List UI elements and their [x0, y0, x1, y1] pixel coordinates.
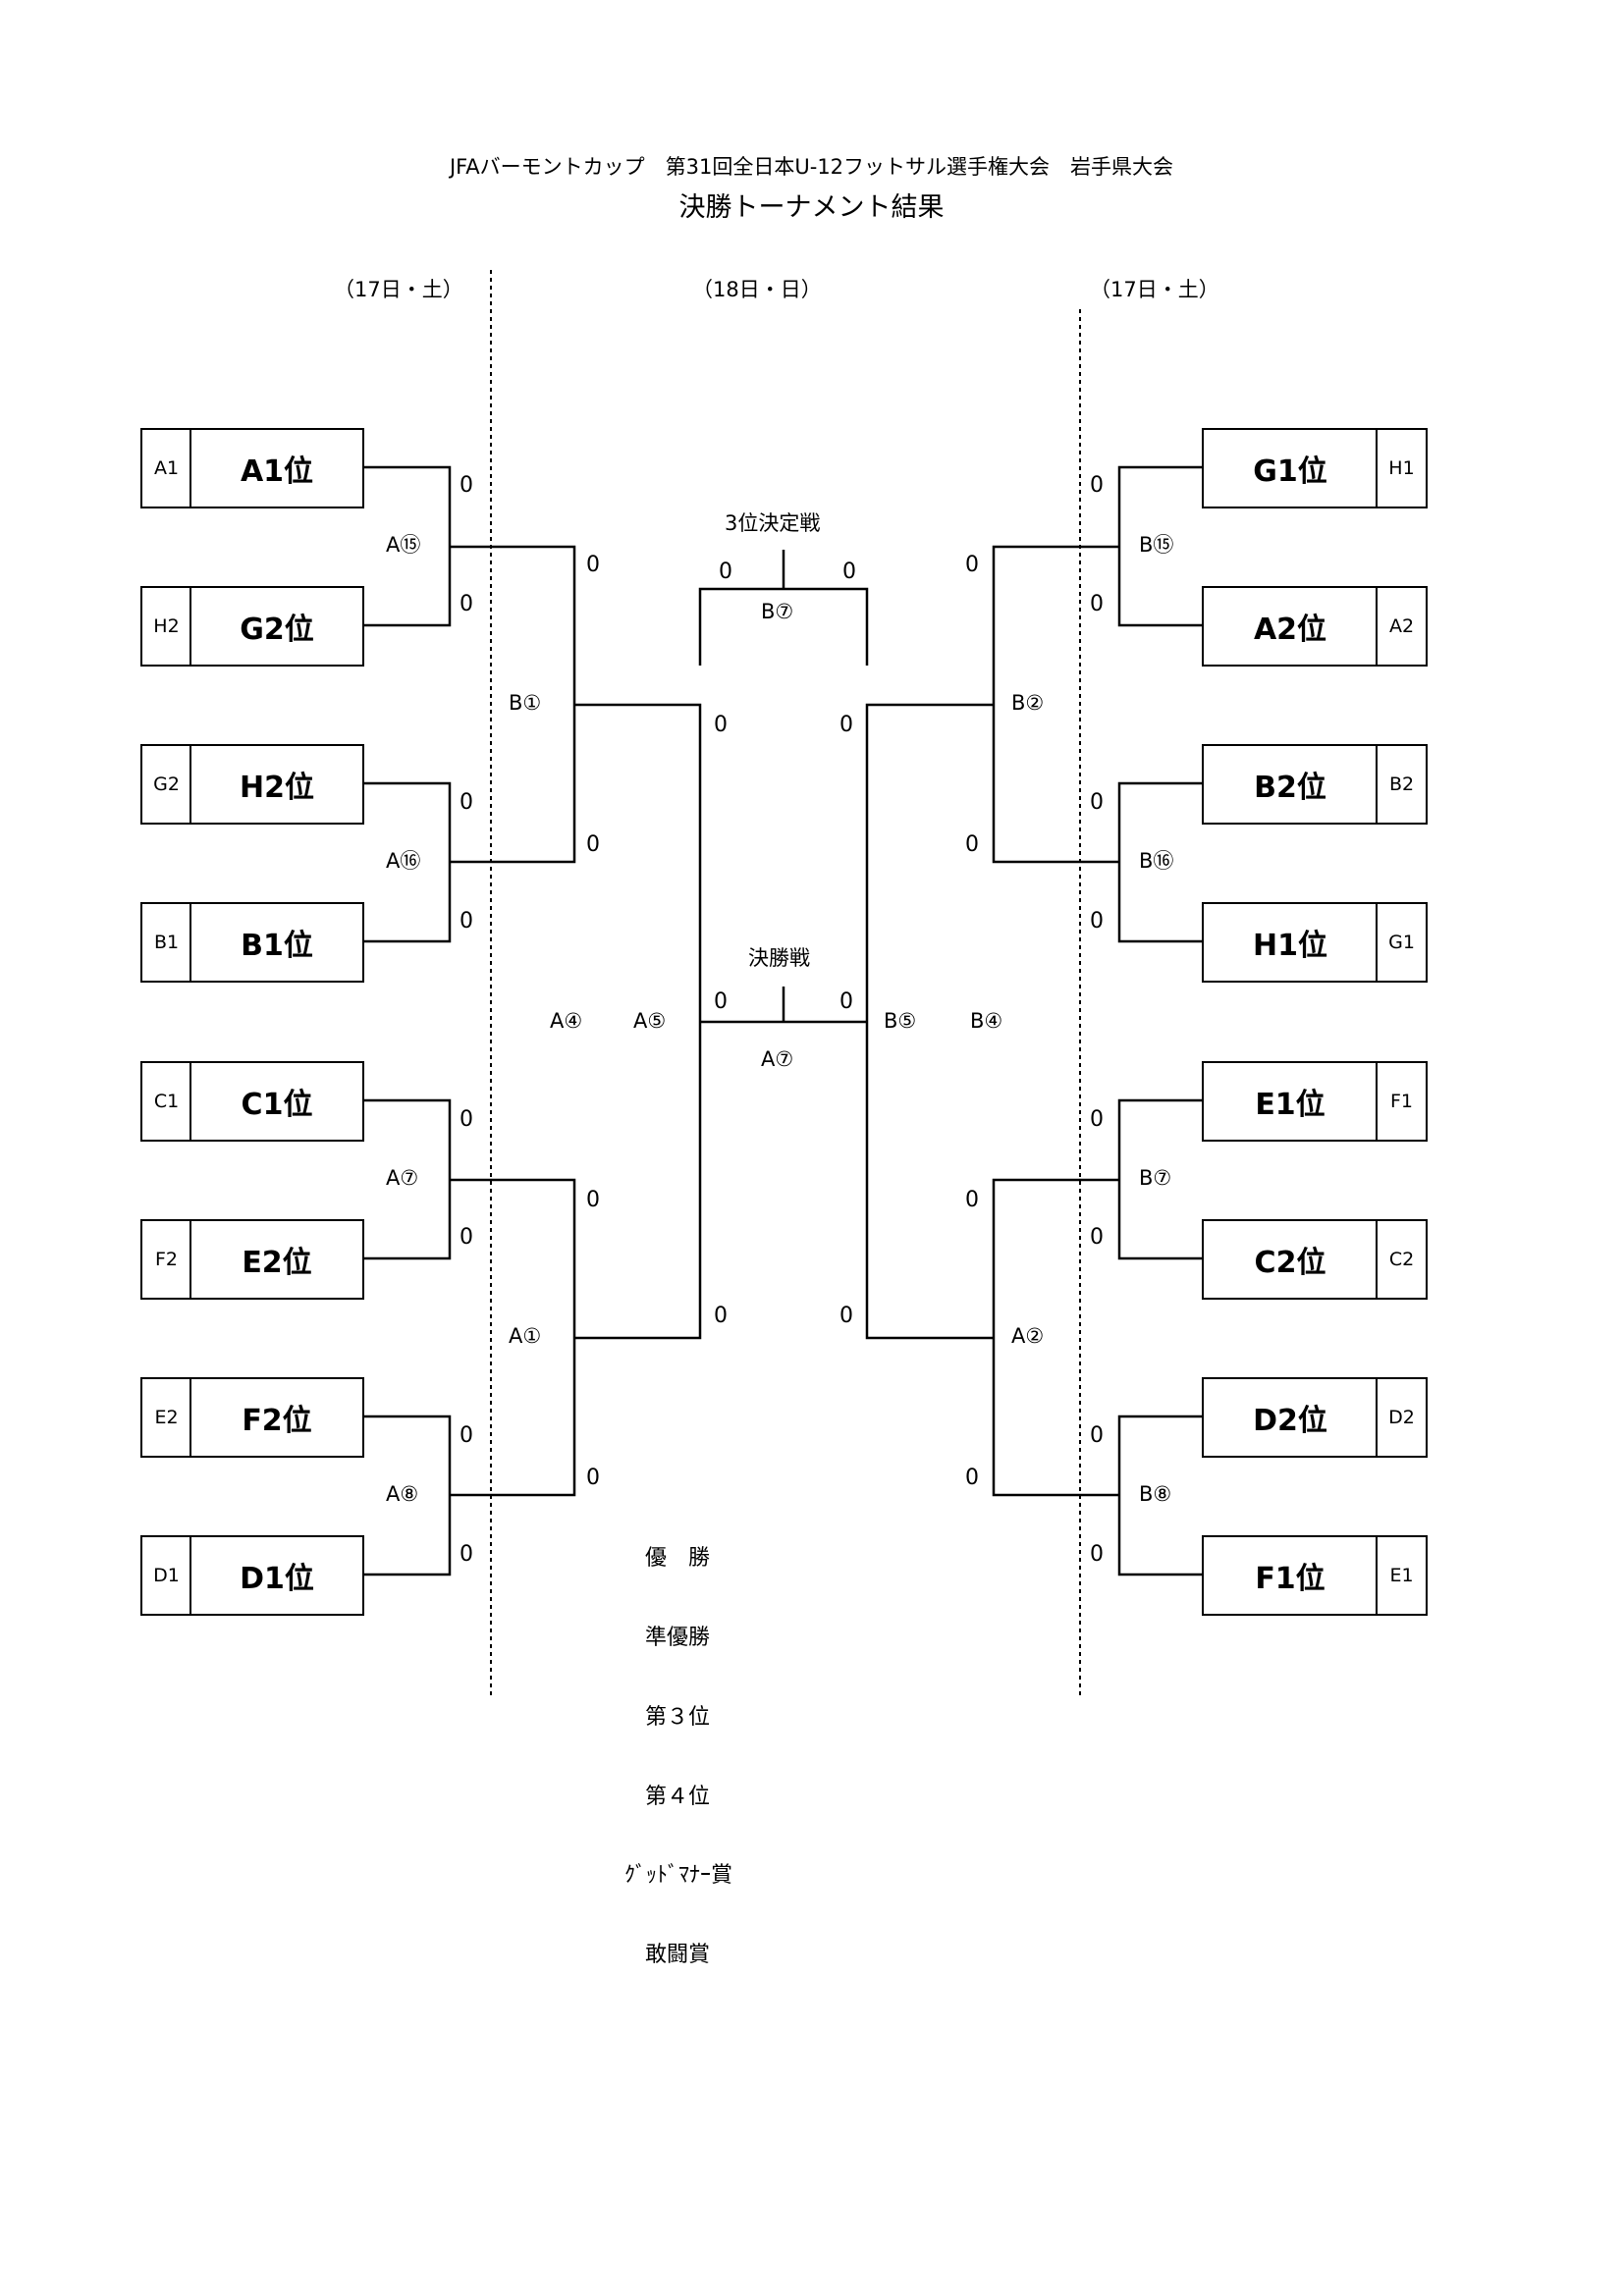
score: 0: [586, 1466, 600, 1490]
score: 0: [839, 713, 853, 737]
score: 0: [719, 560, 732, 584]
match-code: B④: [970, 1009, 1003, 1033]
match-code: B⑮: [1139, 533, 1174, 557]
team-box: C2位: [1202, 1219, 1379, 1300]
day-label-right: （17日・土）: [1090, 278, 1219, 301]
day-label-center: （18日・日）: [692, 278, 822, 301]
match-code: B⑧: [1139, 1482, 1172, 1506]
seed-box: C2: [1376, 1219, 1428, 1300]
score: 0: [965, 832, 979, 857]
match-code: A②: [1011, 1324, 1045, 1348]
team-box: G2位: [189, 586, 364, 667]
result-third-label: 第３位: [645, 1705, 711, 1730]
result-champion-label: 優 勝: [645, 1546, 711, 1571]
score: 0: [965, 1188, 979, 1212]
tournament-title: JFAバーモントカップ 第31回全日本U-12フットサル選手権大会 岩手県大会: [449, 155, 1174, 179]
page-subtitle: 決勝トーナメント結果: [678, 192, 945, 223]
seed-box: H2: [140, 586, 192, 667]
match-code: A⑦: [761, 1047, 794, 1071]
match-code: A④: [550, 1009, 583, 1033]
match-code: A⑤: [633, 1009, 667, 1033]
seed-box: F1: [1376, 1061, 1428, 1142]
score: 0: [965, 553, 979, 577]
score: 0: [1090, 1542, 1104, 1567]
third-place-label: 3位決定戦: [725, 511, 821, 535]
team-box: F2位: [189, 1377, 364, 1458]
seed-box: F2: [140, 1219, 192, 1300]
team-box: D1位: [189, 1535, 364, 1616]
seed-box: C1: [140, 1061, 192, 1142]
seed-box: G2: [140, 744, 192, 825]
seed-box: B2: [1376, 744, 1428, 825]
score: 0: [586, 553, 600, 577]
final-label: 決勝戦: [748, 946, 810, 970]
team-box: G1位: [1202, 428, 1379, 508]
score: 0: [1090, 592, 1104, 616]
team-box: D2位: [1202, 1377, 1379, 1458]
score: 0: [714, 713, 728, 737]
score: 0: [460, 592, 473, 616]
match-code: A⑧: [386, 1482, 419, 1506]
score: 0: [965, 1466, 979, 1490]
match-code: B①: [509, 691, 542, 715]
team-box: E2位: [189, 1219, 364, 1300]
team-box: C1位: [189, 1061, 364, 1142]
match-code: B⑯: [1139, 849, 1174, 873]
score: 0: [839, 989, 853, 1014]
result-runner-up-label: 準優勝: [645, 1626, 711, 1650]
seed-box: B1: [140, 902, 192, 983]
seed-box: H1: [1376, 428, 1428, 508]
match-code: A①: [509, 1324, 542, 1348]
score: 0: [1090, 909, 1104, 934]
score: 0: [1090, 1423, 1104, 1448]
team-box: A1位: [189, 428, 364, 508]
team-box: A2位: [1202, 586, 1379, 667]
score: 0: [460, 1107, 473, 1132]
score: 0: [460, 790, 473, 815]
result-fighting-spirit-label: 敢闘賞: [645, 1943, 711, 1967]
score: 0: [839, 1304, 853, 1328]
match-code: A⑯: [386, 849, 421, 873]
score: 0: [1090, 790, 1104, 815]
seed-box: E1: [1376, 1535, 1428, 1616]
seed-box: D1: [140, 1535, 192, 1616]
match-code: A⑮: [386, 533, 421, 557]
seed-box: A2: [1376, 586, 1428, 667]
match-code: B⑦: [1139, 1166, 1172, 1190]
score: 0: [460, 1423, 473, 1448]
team-box: B1位: [189, 902, 364, 983]
score: 0: [586, 832, 600, 857]
score: 0: [714, 1304, 728, 1328]
score: 0: [842, 560, 856, 584]
score: 0: [1090, 473, 1104, 498]
day-label-left: （17日・土）: [334, 278, 463, 301]
score: 0: [714, 989, 728, 1014]
result-fourth-label: 第４位: [645, 1785, 711, 1809]
seed-box: A1: [140, 428, 192, 508]
result-good-manner-label: ｸﾞｯﾄﾞﾏﾅｰ賞: [624, 1863, 733, 1888]
seed-box: E2: [140, 1377, 192, 1458]
match-code: B②: [1011, 691, 1045, 715]
team-box: E1位: [1202, 1061, 1379, 1142]
score: 0: [1090, 1225, 1104, 1250]
team-box: B2位: [1202, 744, 1379, 825]
score: 0: [460, 473, 473, 498]
seed-box: G1: [1376, 902, 1428, 983]
score: 0: [460, 1542, 473, 1567]
team-box: H1位: [1202, 902, 1379, 983]
score: 0: [460, 909, 473, 934]
team-box: H2位: [189, 744, 364, 825]
score: 0: [460, 1225, 473, 1250]
score: 0: [1090, 1107, 1104, 1132]
match-code: A⑦: [386, 1166, 419, 1190]
seed-box: D2: [1376, 1377, 1428, 1458]
match-code: B⑦: [761, 600, 794, 623]
match-code: B⑤: [884, 1009, 917, 1033]
team-box: F1位: [1202, 1535, 1379, 1616]
score: 0: [586, 1188, 600, 1212]
